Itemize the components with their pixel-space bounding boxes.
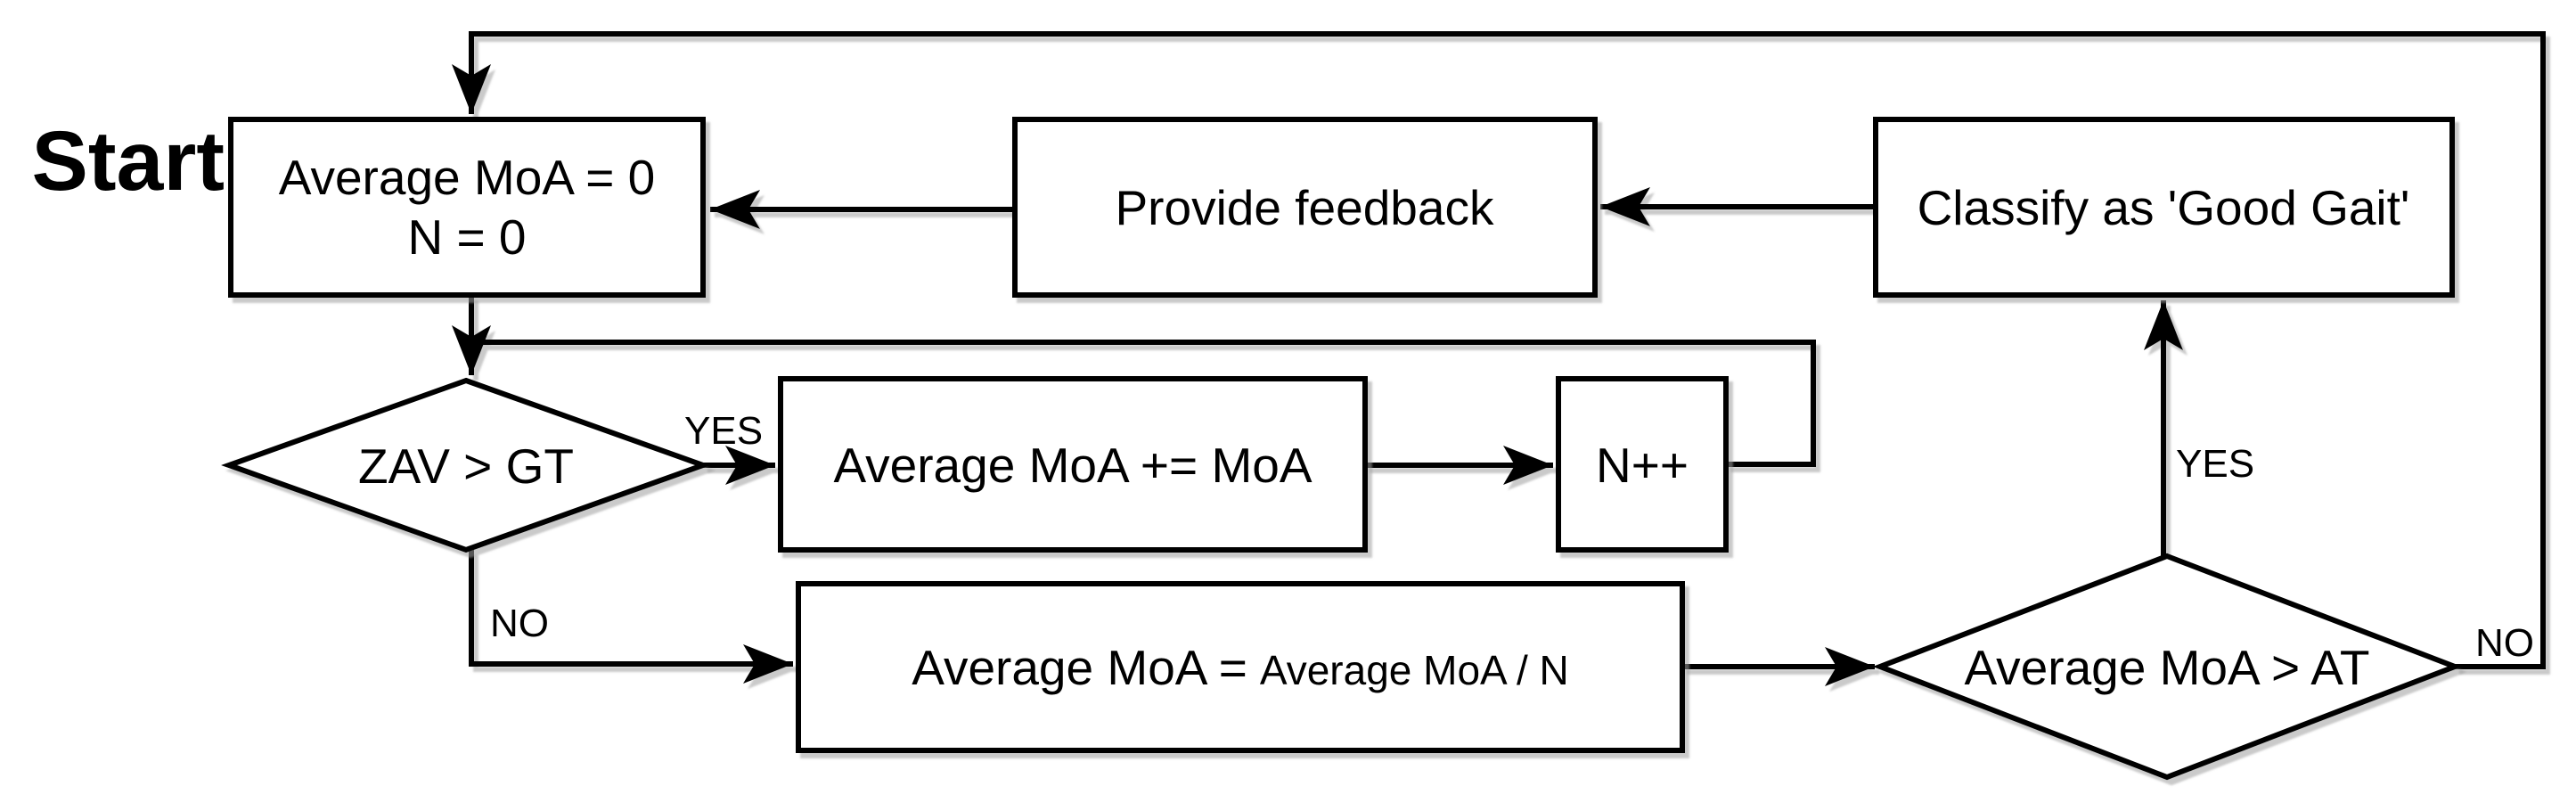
node-increment-label: N++	[1596, 438, 1689, 493]
node-accumulate-box	[778, 376, 1368, 553]
edge-increment-return-loop	[474, 340, 1816, 467]
node-average-label-small: Average MoA / N	[1260, 647, 1569, 693]
edge-label-at-no: NO	[2475, 621, 2534, 665]
node-average-label: Average MoA = Average MoA / N	[912, 640, 1569, 695]
edge-label-at-yes: YES	[2176, 442, 2254, 486]
node-init-box	[228, 117, 706, 298]
edge-zav-no-to-average	[469, 550, 793, 684]
node-average-label-main: Average MoA =	[912, 640, 1247, 695]
edge-label-zav-yes: YES	[684, 409, 763, 453]
node-init-label-line1: Average MoA = 0	[279, 150, 655, 205]
node-classify-good-gait-label: Classify as 'Good Gait'	[1918, 180, 2410, 235]
node-accumulate-label: Average MoA += MoA	[833, 438, 1312, 493]
node-zav-decision-label: ZAV > GT	[358, 438, 574, 494]
node-classify-good-gait-box	[1873, 117, 2455, 298]
node-average-box	[796, 581, 1685, 753]
node-provide-feedback-label: Provide feedback	[1116, 180, 1494, 235]
node-increment-box	[1556, 376, 1729, 553]
node-at-decision-label: Average MoA > AT	[1964, 640, 2369, 695]
node-provide-feedback-box	[1012, 117, 1598, 298]
node-at-decision-diamond	[1872, 553, 2463, 781]
node-zav-decision-diamond	[221, 377, 711, 553]
start-label: Start	[32, 114, 225, 209]
edge-label-zav-no: NO	[490, 602, 549, 645]
edge-at-no-loop-to-init	[452, 31, 2546, 669]
node-init-label-line2: N = 0	[408, 209, 527, 265]
